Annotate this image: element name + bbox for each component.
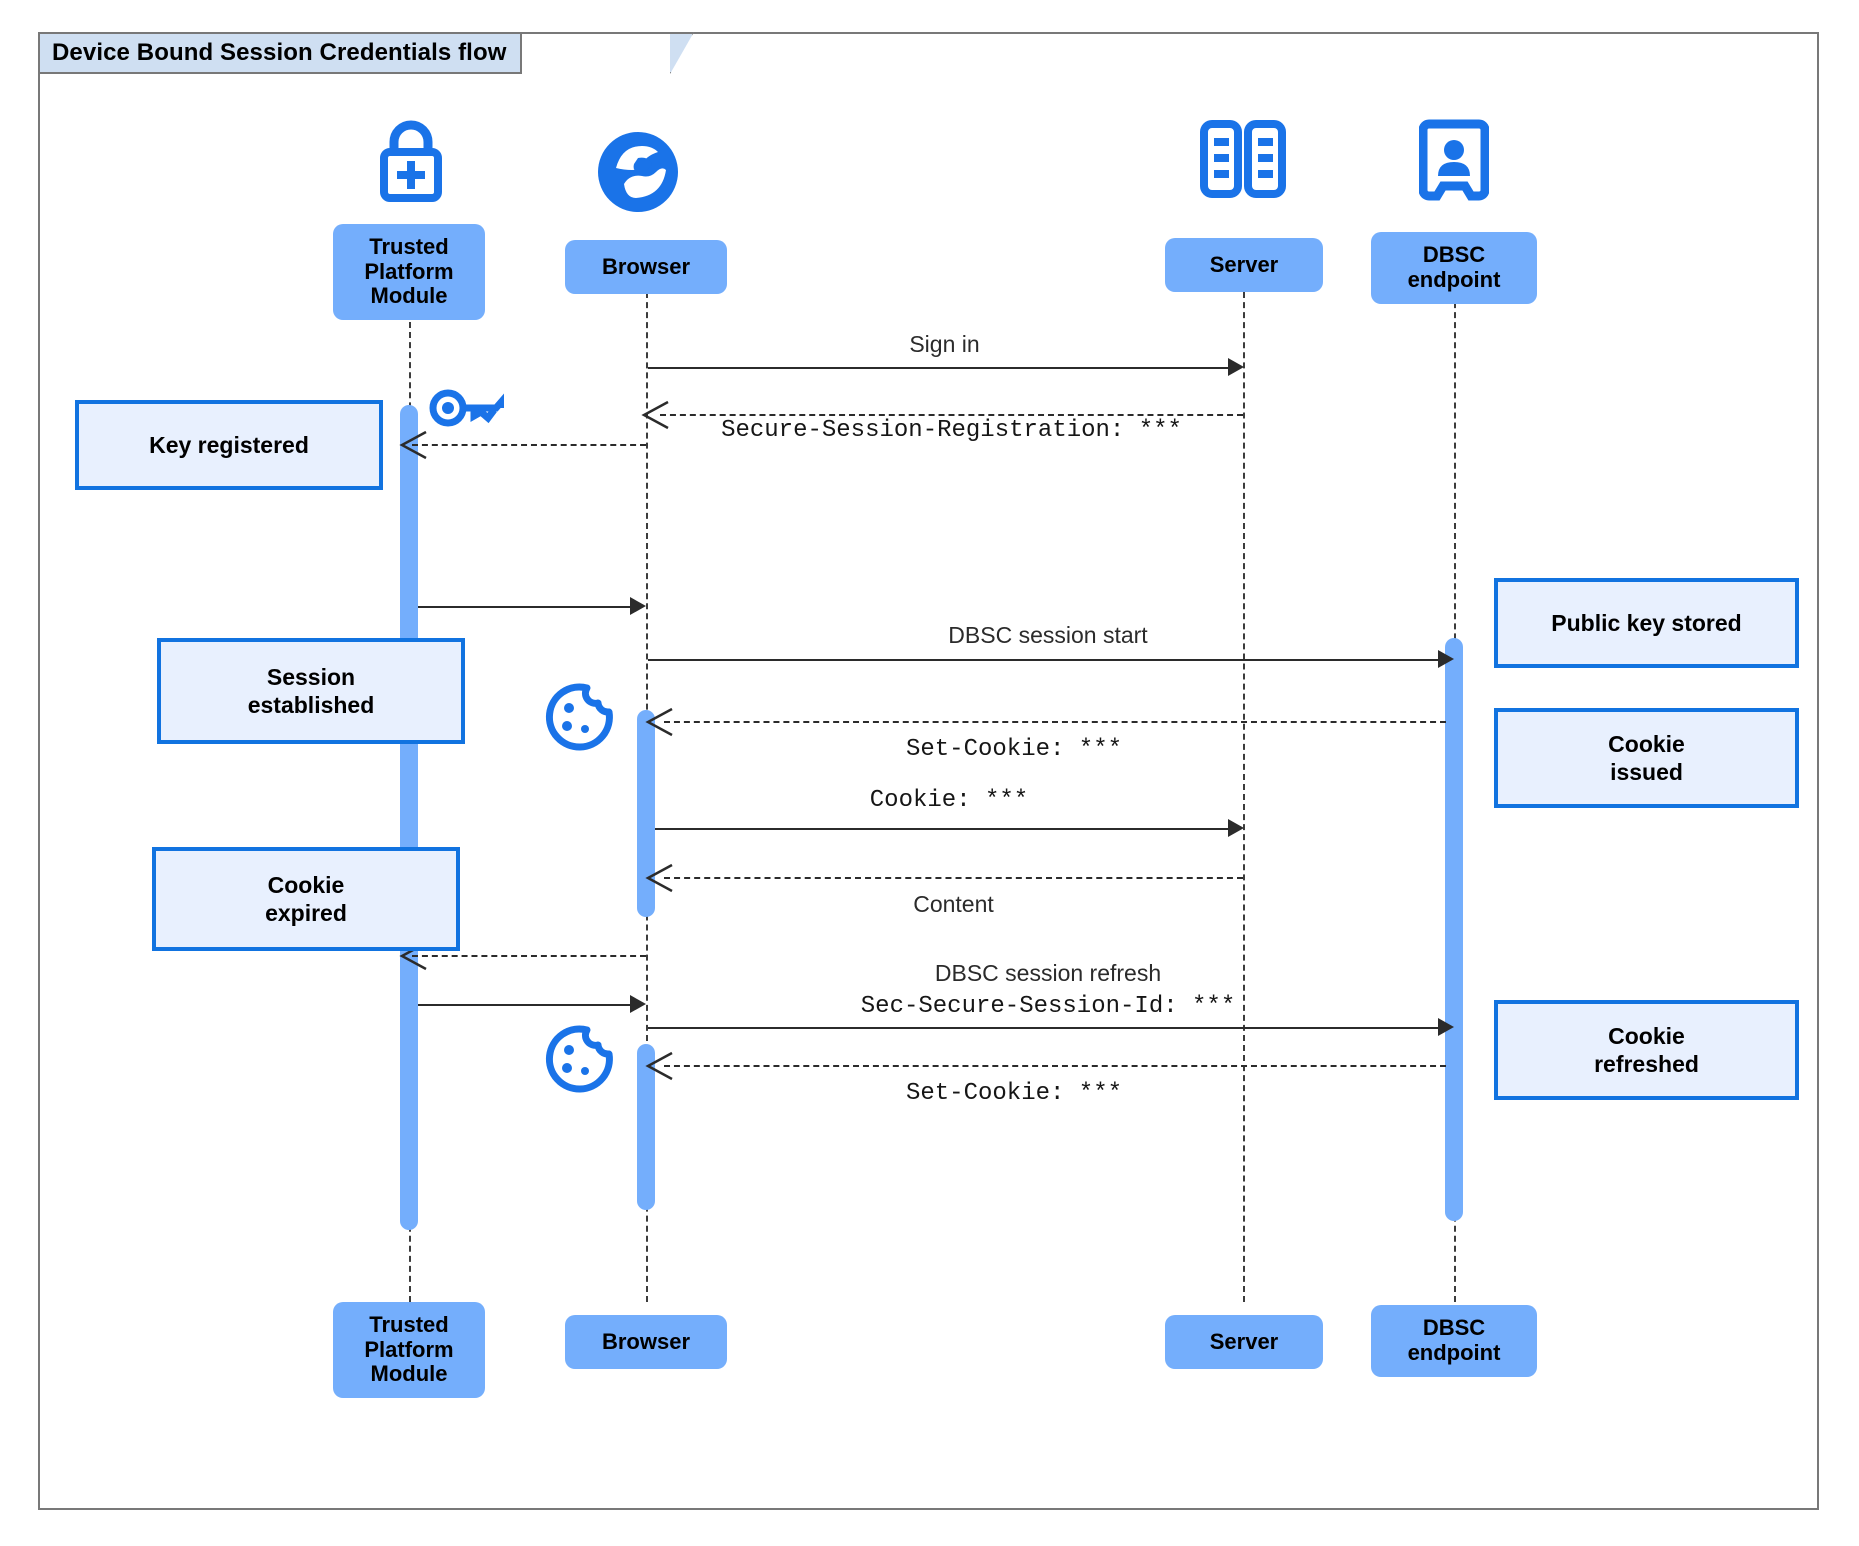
participant-box-dbsc-top[interactable]: DBSC endpoint (1371, 232, 1537, 304)
activation-bar-browser-1 (637, 710, 655, 917)
participant-label-browser-bottom: Browser (601, 1328, 691, 1354)
message-line-dbsc-session-refresh (648, 1027, 1440, 1029)
note-label-cookie-refreshed: Cookie refreshed (1594, 1022, 1699, 1078)
note-line-1: Cookie (1608, 1022, 1685, 1049)
participant-label-tpm: Trusted Platform Module (364, 233, 454, 309)
note-session-established: Session established (157, 638, 465, 744)
note-line-2: issued (1610, 759, 1683, 785)
message-line-set-cookie-2 (664, 1065, 1446, 1067)
message-line-tpm-to-browser-refresh (418, 1004, 633, 1006)
note-cookie-expired: Cookie expired (152, 847, 460, 951)
padlock-plus-icon (370, 118, 452, 202)
message-arrowhead-secure-session-registration (641, 400, 669, 430)
message-label-content: Content (913, 891, 994, 917)
activation-bar-browser-2 (637, 1044, 655, 1210)
participant-box-server-bottom[interactable]: Server (1165, 1315, 1323, 1369)
message-label-cookie: Cookie: *** (869, 787, 1029, 814)
note-cookie-refreshed: Cookie refreshed (1494, 1000, 1799, 1100)
message-arrowhead-dbsc-session-refresh (1438, 1018, 1454, 1036)
participant-box-dbsc-bottom[interactable]: DBSC endpoint (1371, 1305, 1537, 1377)
participant-box-browser-bottom[interactable]: Browser (565, 1315, 727, 1369)
frame-title-label: Device Bound Session Credentials flow (52, 39, 507, 66)
id-badge-icon (1418, 118, 1490, 202)
server-rack-icon (1198, 118, 1288, 200)
message-label-dbsc-session-start: DBSC session start (948, 622, 1148, 648)
message-line-secure-session-registration (660, 414, 1243, 416)
note-line-1: Cookie (267, 871, 345, 898)
participant-box-tpm-bottom[interactable]: Trusted Platform Module (333, 1302, 485, 1398)
message-line-dbsc-session-start (648, 659, 1440, 661)
cookie-icon-1 (545, 682, 615, 752)
note-line-1: Session (266, 663, 356, 690)
note-label-public-key-stored: Public key stored (1551, 609, 1742, 636)
message-line-browser-to-tpm-expired (412, 955, 646, 957)
message-arrowhead-sign-in (1228, 358, 1244, 376)
note-line-2: established (247, 692, 375, 718)
message-line-sign-in (648, 367, 1228, 369)
note-label-session-established: Session established (248, 663, 375, 719)
key-icon (428, 385, 507, 431)
participant-label-browser: Browser (601, 253, 691, 279)
message-line-content (664, 877, 1243, 879)
message-arrowhead-set-cookie-2 (645, 1051, 673, 1081)
note-label-cookie-issued: Cookie issued (1608, 730, 1685, 786)
participant-label-server-bottom: Server (1209, 1328, 1279, 1354)
note-line-2: expired (265, 900, 347, 926)
note-key-registered: Key registered (75, 400, 383, 490)
activation-bar-dbsc (1445, 638, 1463, 1221)
participant-label-dbsc-bottom: DBSC endpoint (1407, 1315, 1501, 1365)
globe-icon (594, 128, 682, 216)
participant-label-tpm-bottom: Trusted Platform Module (364, 1311, 454, 1387)
message-label-set-cookie-2: Set-Cookie: *** (905, 1080, 1123, 1107)
activation-bar-tpm (400, 405, 418, 1230)
note-label-key-registered: Key registered (149, 431, 309, 458)
message-line-tpm-to-browser-key (418, 606, 633, 608)
message-arrowhead-tpm-to-browser-refresh (630, 995, 646, 1013)
message-line-set-cookie-1 (664, 721, 1446, 723)
message-label-sec-secure-session-id: Sec-Secure-Session-Id: *** (860, 993, 1236, 1020)
message-label-dbsc-session-refresh: DBSC session refresh (934, 960, 1162, 986)
participant-box-tpm-top[interactable]: Trusted Platform Module (333, 224, 485, 320)
message-label-sign-in: Sign in (909, 331, 980, 357)
participant-box-browser-top[interactable]: Browser (565, 240, 727, 294)
participant-label-dbsc: DBSC endpoint (1407, 242, 1501, 292)
frame-title: Device Bound Session Credentials flow (38, 32, 523, 74)
note-label-cookie-expired: Cookie expired (265, 871, 347, 927)
participant-box-server-top[interactable]: Server (1165, 238, 1323, 292)
note-cookie-issued: Cookie issued (1494, 708, 1799, 808)
message-line-cookie (655, 828, 1228, 830)
message-arrowhead-set-cookie-1 (645, 707, 673, 737)
note-public-key-stored: Public key stored (1494, 578, 1799, 668)
participant-label-server: Server (1209, 251, 1279, 277)
message-arrowhead-content (645, 863, 673, 893)
lifeline-server (1243, 282, 1245, 1302)
note-line-2: refreshed (1594, 1051, 1699, 1077)
cookie-icon-2 (545, 1024, 615, 1094)
message-arrowhead-cookie (1228, 819, 1244, 837)
message-arrowhead-dbsc-session-start (1438, 650, 1454, 668)
message-line-browser-to-tpm-register (412, 444, 646, 446)
message-arrowhead-browser-to-tpm-register (399, 430, 427, 460)
message-label-secure-session-registration: Secure-Session-Registration: *** (721, 417, 1182, 444)
note-line-1: Cookie (1608, 730, 1685, 757)
message-label-set-cookie-1: Set-Cookie: *** (905, 736, 1123, 763)
message-arrowhead-tpm-to-browser-key (630, 597, 646, 615)
